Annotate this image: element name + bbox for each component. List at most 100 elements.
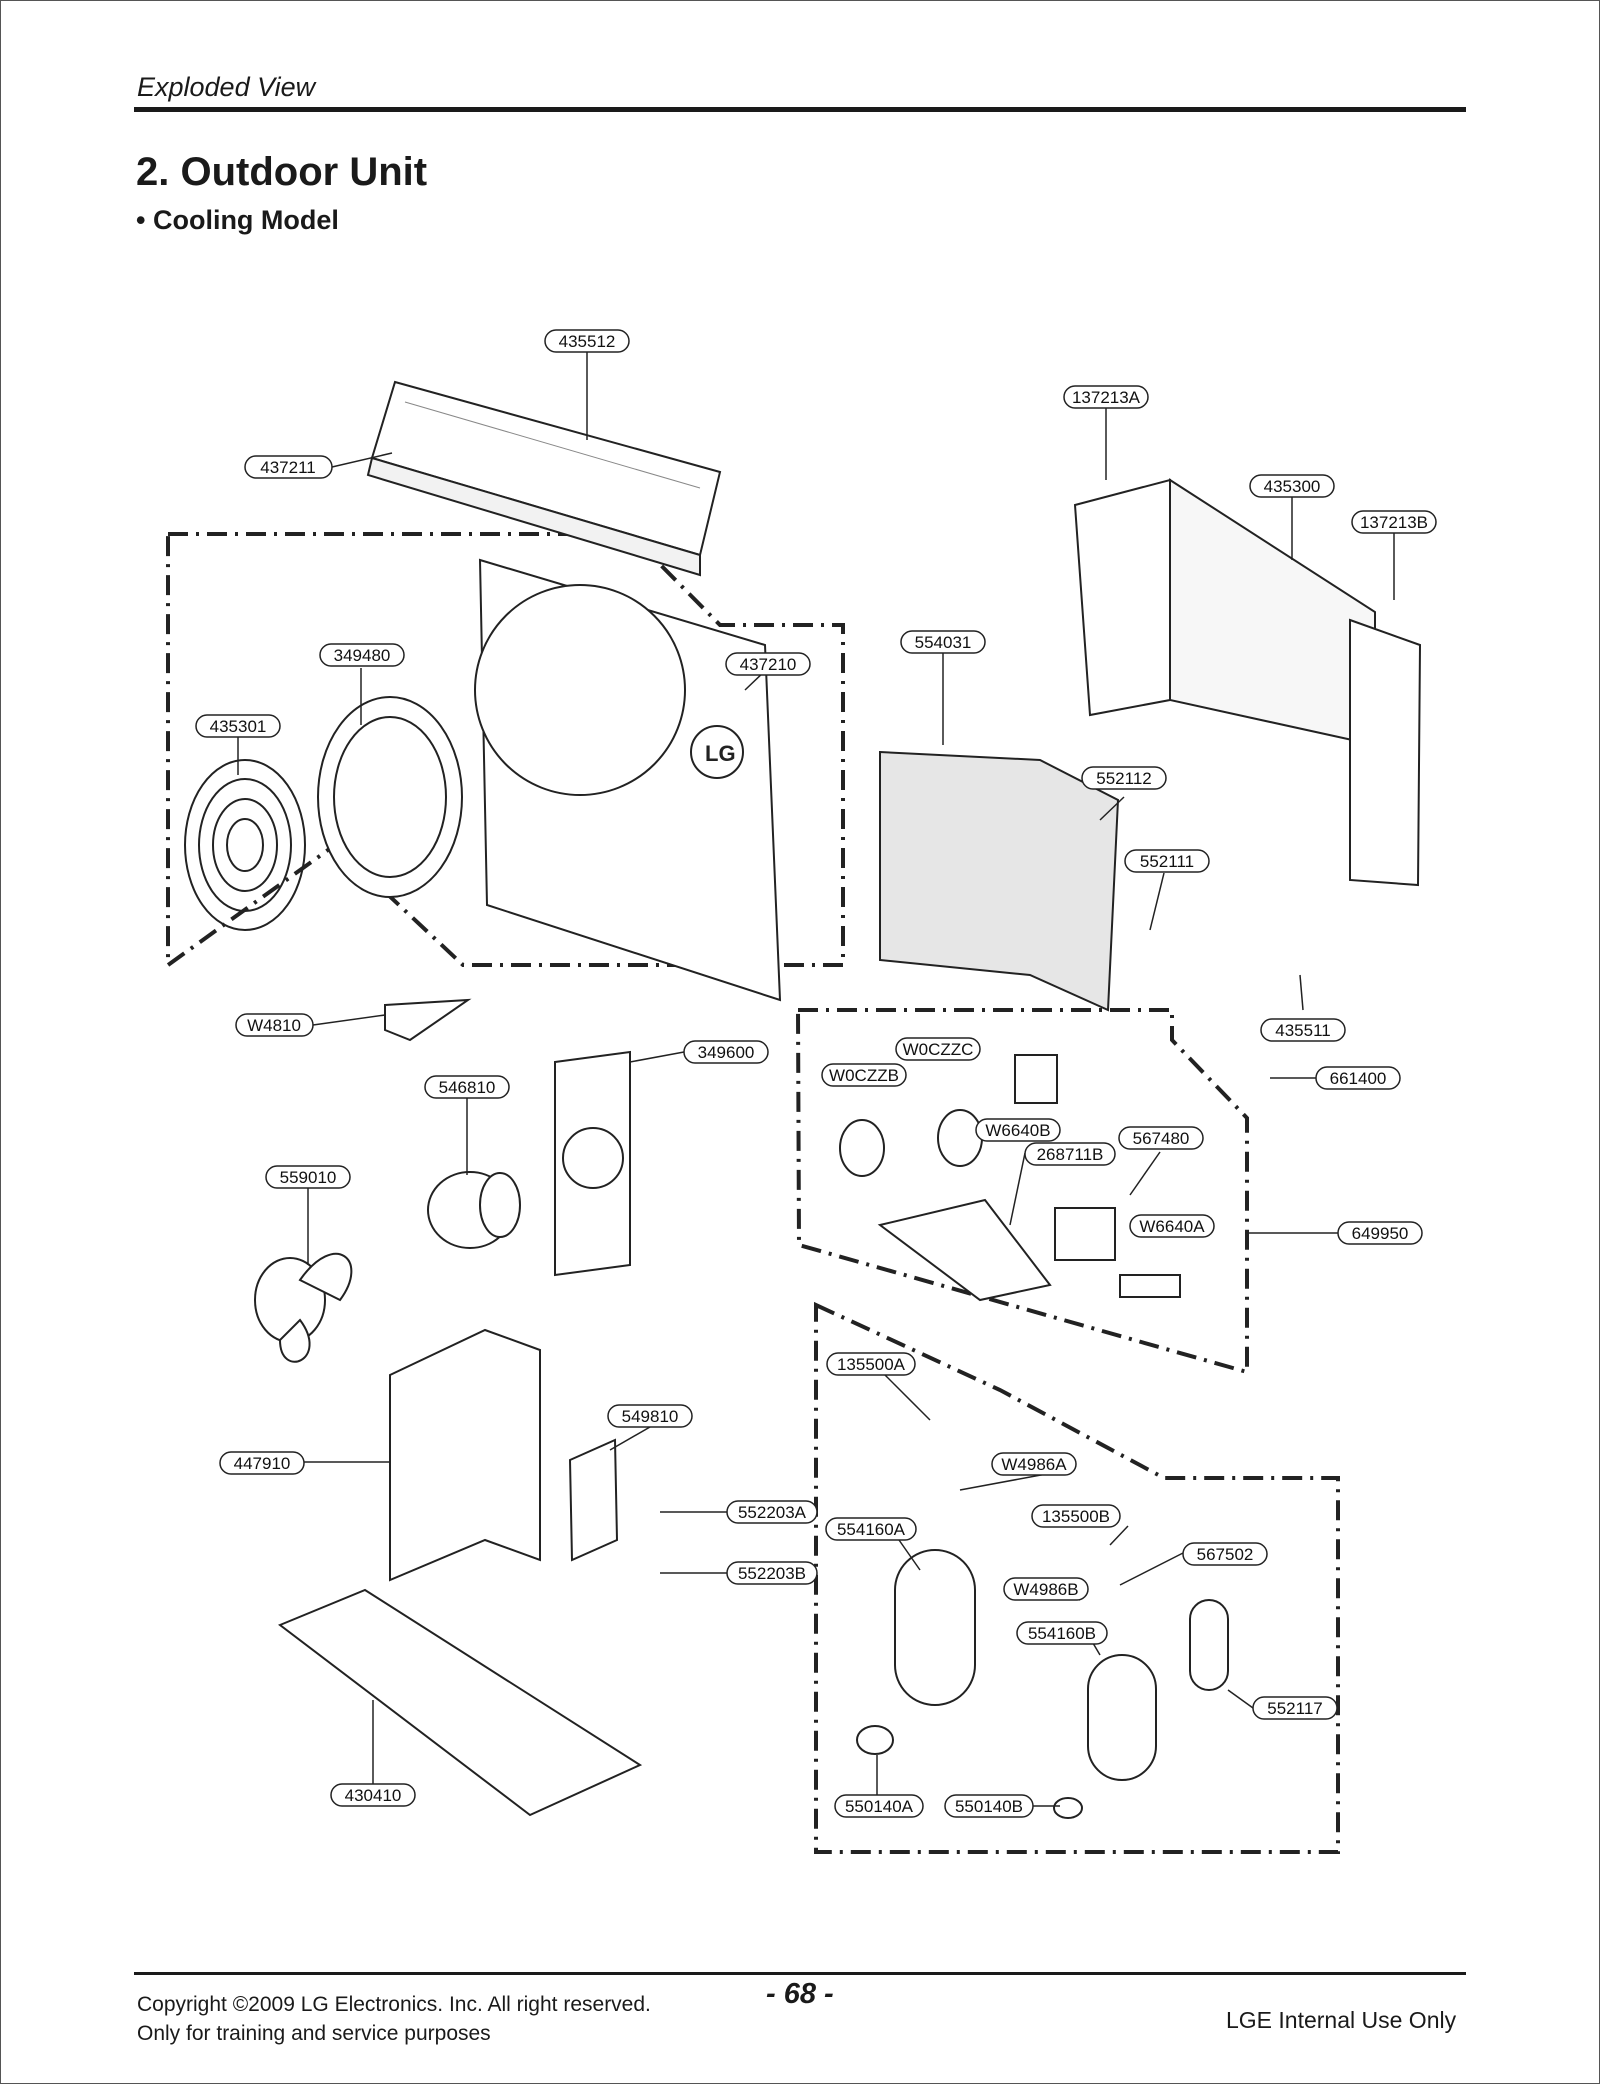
callout-435300: 435300 xyxy=(1249,474,1335,498)
compressor-boundary xyxy=(814,1301,1340,1854)
svg-text:552112: 552112 xyxy=(1096,769,1151,788)
side-panel-part xyxy=(1073,478,1422,887)
callout-W4810: W4810 xyxy=(235,1013,314,1037)
callout-552111: 552111 xyxy=(1124,849,1210,873)
svg-text:135500B: 135500B xyxy=(1042,1507,1110,1526)
footer-divider xyxy=(134,1972,1466,1975)
svg-text:546810: 546810 xyxy=(439,1078,496,1097)
front-panel-part: LG xyxy=(474,558,782,1002)
callout-567480: 567480 xyxy=(1118,1126,1204,1150)
section-title: 2. Outdoor Unit xyxy=(136,150,428,194)
lg-logo: LG xyxy=(705,741,736,766)
callout-554031: 554031 xyxy=(900,630,986,654)
callout-268711B: 268711B xyxy=(1024,1142,1116,1166)
header-title: Exploded View xyxy=(137,72,316,102)
callout-649950: 649950 xyxy=(1337,1221,1423,1245)
callout-435301: 435301 xyxy=(195,714,281,738)
svg-text:430410: 430410 xyxy=(345,1786,402,1805)
svg-text:435511: 435511 xyxy=(1275,1021,1330,1040)
condenser-coil-part xyxy=(879,750,1120,1012)
barrier-panel-part xyxy=(389,1328,541,1582)
callout-567502: 567502 xyxy=(1182,1542,1268,1566)
bell-mouth-part xyxy=(317,696,463,898)
callout-137213B: 137213B xyxy=(1351,510,1437,534)
svg-text:435300: 435300 xyxy=(1264,477,1321,496)
callout-135500B: 135500B xyxy=(1031,1504,1121,1528)
fan-guard-part xyxy=(184,759,306,931)
svg-text:W0CZZC: W0CZZC xyxy=(903,1040,974,1059)
callout-W4986B: W4986B xyxy=(1003,1577,1089,1601)
svg-text:135500A: 135500A xyxy=(837,1355,906,1374)
svg-text:554160B: 554160B xyxy=(1028,1624,1096,1643)
svg-text:550140A: 550140A xyxy=(845,1797,914,1816)
purpose-text: Only for training and service purposes xyxy=(137,2022,491,2045)
top-cover-part xyxy=(366,380,722,577)
svg-text:437211: 437211 xyxy=(260,458,315,477)
callout-552203B: 552203B xyxy=(726,1561,818,1585)
callout-135500A: 135500A xyxy=(826,1352,916,1376)
callout-554160B: 554160B xyxy=(1016,1621,1108,1645)
svg-text:550140B: 550140B xyxy=(955,1797,1023,1816)
svg-text:552203A: 552203A xyxy=(738,1503,807,1522)
callout-552203A: 552203A xyxy=(726,1500,818,1524)
compressor-parts xyxy=(856,1549,1229,1819)
callout-550140A: 550140A xyxy=(834,1794,924,1818)
svg-text:554160A: 554160A xyxy=(837,1520,906,1539)
svg-text:349480: 349480 xyxy=(334,646,391,665)
svg-text:559010: 559010 xyxy=(280,1168,337,1187)
callout-435511: 435511 xyxy=(1260,1018,1346,1042)
callout-552112: 552112 xyxy=(1081,766,1167,790)
svg-text:447910: 447910 xyxy=(234,1454,291,1473)
header-divider xyxy=(134,107,1466,112)
callout-550140B: 550140B xyxy=(944,1794,1034,1818)
base-pan-part xyxy=(278,1588,643,1817)
callout-349600: 349600 xyxy=(683,1040,769,1064)
callout-W0CZZB: W0CZZB xyxy=(821,1063,907,1087)
callout-W6640A: W6640A xyxy=(1129,1214,1215,1238)
motor-bracket-part xyxy=(384,998,472,1042)
page-number: - 68 - xyxy=(766,1978,834,2010)
callout-430410: 430410 xyxy=(330,1783,416,1807)
fan-motor-part xyxy=(427,1171,521,1249)
callout-349480: 349480 xyxy=(319,643,405,667)
svg-text:W6640A: W6640A xyxy=(1139,1217,1205,1236)
svg-text:W6640B: W6640B xyxy=(985,1121,1050,1140)
svg-text:649950: 649950 xyxy=(1352,1224,1409,1243)
callout-661400: 661400 xyxy=(1315,1066,1401,1090)
callout-W6640B: W6640B xyxy=(975,1118,1061,1142)
svg-text:552203B: 552203B xyxy=(738,1564,806,1583)
svg-text:W4986A: W4986A xyxy=(1001,1455,1067,1474)
callout-554160A: 554160A xyxy=(825,1517,917,1541)
callout-447910: 447910 xyxy=(219,1451,305,1475)
svg-text:137213B: 137213B xyxy=(1360,513,1428,532)
callout-552117: 552117 xyxy=(1252,1696,1338,1720)
svg-text:W4810: W4810 xyxy=(247,1016,301,1035)
callout-546810: 546810 xyxy=(424,1075,510,1099)
control-box-boundary xyxy=(795,1008,1249,1375)
callout-435512: 435512 xyxy=(544,329,630,353)
callout-559010: 559010 xyxy=(265,1165,351,1189)
motor-support-part xyxy=(554,1050,631,1277)
propeller-fan-part xyxy=(254,1252,353,1363)
svg-text:567480: 567480 xyxy=(1133,1129,1190,1148)
svg-text:549810: 549810 xyxy=(622,1407,679,1426)
svg-text:349600: 349600 xyxy=(698,1043,755,1062)
internal-use-notice: LGE Internal Use Only xyxy=(1226,2007,1457,2033)
callout-labels: 435512 437211 137213A 435300 137213B 349… xyxy=(195,329,1437,1818)
svg-text:552111: 552111 xyxy=(1140,852,1194,871)
svg-text:661400: 661400 xyxy=(1330,1069,1387,1088)
callout-549810: 549810 xyxy=(607,1404,693,1428)
callout-W4986A: W4986A xyxy=(991,1452,1077,1476)
svg-text:137213A: 137213A xyxy=(1072,388,1141,407)
valve-bracket-part xyxy=(568,1438,619,1562)
svg-text:435301: 435301 xyxy=(210,717,267,736)
callout-437210: 437210 xyxy=(725,652,811,676)
svg-text:W0CZZB: W0CZZB xyxy=(829,1066,899,1085)
subsection-title: • Cooling Model xyxy=(136,205,339,235)
svg-text:554031: 554031 xyxy=(915,633,972,652)
svg-text:437210: 437210 xyxy=(740,655,797,674)
callout-437211: 437211 xyxy=(244,455,333,479)
svg-text:552117: 552117 xyxy=(1267,1699,1322,1718)
svg-text:W4986B: W4986B xyxy=(1013,1580,1078,1599)
